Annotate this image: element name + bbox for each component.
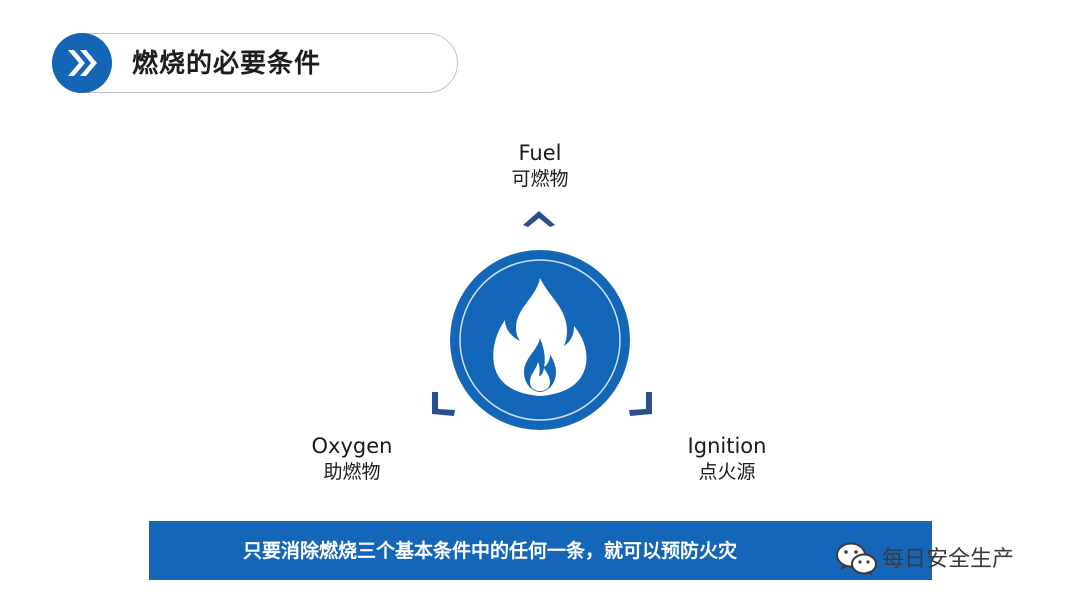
chevron-left-down-icon <box>432 392 455 416</box>
oxygen-label-en: Oxygen <box>311 434 393 458</box>
oxygen-label-zh: 助燃物 <box>323 461 381 483</box>
banner-text: 只要消除燃烧三个基本条件中的任何一条，就可以预防火灾 <box>243 540 738 562</box>
ignition-label-en: Ignition <box>687 434 767 458</box>
wechat-icon <box>836 542 877 576</box>
watermark-text: 每日安全生产 <box>882 547 1015 572</box>
ignition-label: Ignition 点火源 <box>667 433 787 485</box>
page-title: 燃烧的必要条件 <box>132 49 322 79</box>
flame-icon <box>493 278 587 396</box>
title-badge <box>52 33 112 93</box>
fuel-label-zh: 可燃物 <box>511 168 569 190</box>
ignition-label-zh: 点火源 <box>698 461 756 483</box>
fuel-label: Fuel 可燃物 <box>480 140 600 192</box>
oxygen-label: Oxygen 助燃物 <box>292 433 412 485</box>
center-flame-badge <box>450 250 630 430</box>
bottom-banner <box>149 521 932 580</box>
chevron-up-icon <box>523 211 555 227</box>
title-pill <box>52 33 458 93</box>
double-chevron-right-icon <box>68 50 97 76</box>
chevron-right-down-icon <box>629 392 652 416</box>
fuel-label-en: Fuel <box>518 141 562 165</box>
